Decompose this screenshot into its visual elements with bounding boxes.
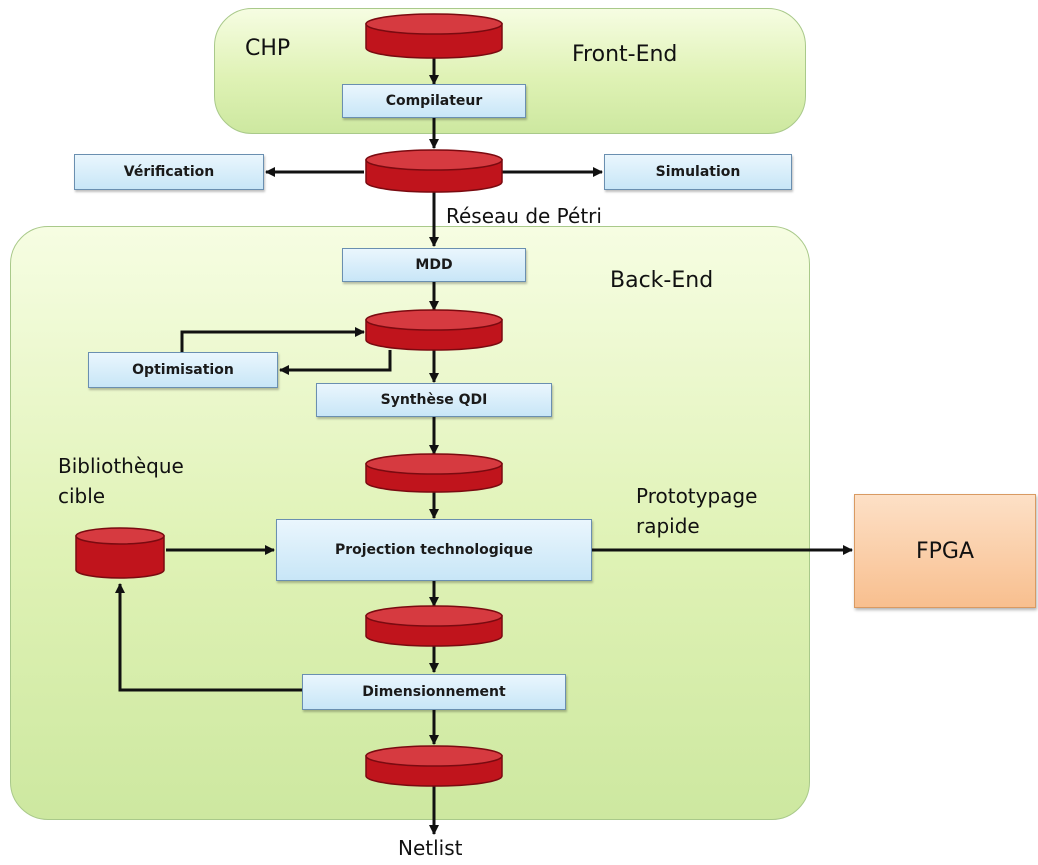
projection-block: Projection technologique <box>276 519 592 581</box>
database-icon <box>365 745 503 787</box>
mdd-block: MDD <box>342 248 526 282</box>
database-icon <box>365 149 503 193</box>
arrow-dimensionnement-library <box>115 583 302 692</box>
simulation-block: Simulation <box>604 154 792 190</box>
prototypage-label-line2: rapide <box>636 514 700 538</box>
bibliotheque-label-line1: Bibliothèque <box>58 454 184 478</box>
database-icon <box>365 13 503 59</box>
arrow-optimisation-db3 <box>180 327 365 352</box>
dimensionnement-block: Dimensionnement <box>302 674 566 710</box>
database-cylinders <box>75 13 503 787</box>
optimisation-block: Optimisation <box>88 352 278 388</box>
arrow-db3-optimisation <box>279 350 392 375</box>
database-icon <box>365 309 503 351</box>
synthese-block: Synthèse QDI <box>316 383 552 417</box>
back-end-label: Back-End <box>610 268 714 293</box>
chp-label: CHP <box>245 36 291 61</box>
library-database-icon <box>75 527 165 579</box>
netlist-label: Netlist <box>398 836 463 860</box>
reseau-label: Réseau de Pétri <box>446 204 602 228</box>
database-icon <box>365 453 503 493</box>
bibliotheque-label-line2: cible <box>58 484 106 508</box>
compilateur-block: Compilateur <box>342 84 526 118</box>
database-icon <box>365 605 503 647</box>
front-end-label: Front-End <box>572 42 678 67</box>
fpga-block: FPGA <box>854 494 1036 608</box>
prototypage-label-line1: Prototypage <box>636 484 758 508</box>
verification-block: Vérification <box>74 154 264 190</box>
